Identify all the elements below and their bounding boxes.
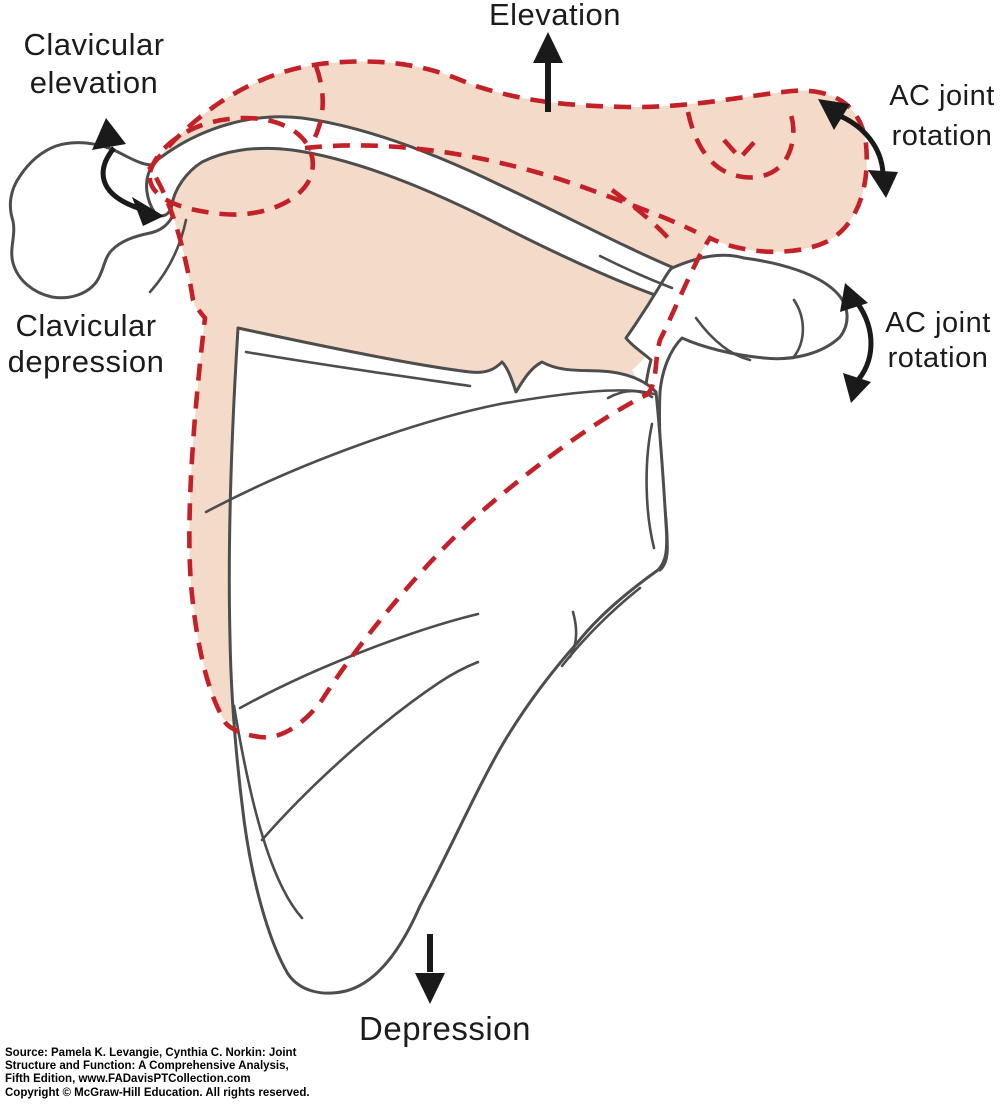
scapula-body-outline xyxy=(227,326,669,995)
elevated-clavicle-lower-dashed xyxy=(304,143,698,235)
ac-rotation-upper-arrow-icon xyxy=(818,99,898,198)
sternum-outline xyxy=(8,141,174,300)
elevated-acromion-notch-dashed xyxy=(722,136,760,162)
ac-joint-rotation-upper-label: AC joint rotation xyxy=(880,76,1004,156)
bone-detail-lines xyxy=(148,218,805,920)
glenoid-inner-rim xyxy=(645,422,656,550)
source-attribution: Source: Pamela K. Levangie, Cynthia C. N… xyxy=(5,1047,310,1100)
source-line2: Structure and Function: A Comprehensive … xyxy=(5,1060,289,1073)
ac-joint-rotation-upper-line2: rotation xyxy=(891,120,993,152)
source-line3: Fifth Edition, www.FADavisPTCollection.c… xyxy=(5,1073,251,1086)
elevation-label: Elevation xyxy=(488,0,622,32)
superior-border-inner-line xyxy=(244,350,472,388)
elevated-acromion-detail-dashed xyxy=(685,111,796,180)
elevated-clavicle-connector-dashed xyxy=(306,65,325,152)
medial-border-inner-line xyxy=(232,704,304,920)
ac-rotation-lower-arrow-icon xyxy=(840,283,874,403)
clavicular-elevation-arrow-icon xyxy=(92,118,164,226)
clavicular-elevation-line1: Clavicular xyxy=(23,27,165,62)
sternum-rib-sketch xyxy=(148,218,188,294)
acromion-inner-line-2 xyxy=(791,298,805,360)
elevation-arrow-icon xyxy=(533,32,563,112)
dashed-elevated-outline xyxy=(147,59,869,740)
ac-joint-rotation-lower-line1: AC joint xyxy=(885,307,991,339)
infraspinous-line-2 xyxy=(260,660,480,842)
clavicular-elevation-line2: elevation xyxy=(29,65,159,100)
clavicular-depression-line1: Clavicular xyxy=(15,308,157,343)
bones-solid xyxy=(8,115,849,995)
ac-joint-rotation-upper-line1: AC joint xyxy=(889,80,995,112)
ac-joint-rotation-lower-line2: rotation xyxy=(887,342,989,374)
clavicular-depression-line2: depression xyxy=(7,344,165,379)
scapular-spine-upper-line xyxy=(204,389,656,514)
depression-label: Depression xyxy=(359,1010,531,1047)
infraspinous-line-1 xyxy=(238,612,480,710)
elevated-silhouette-dashed xyxy=(147,59,869,740)
arrows xyxy=(92,32,898,1004)
acromion-inner-line-1 xyxy=(694,316,752,362)
elevated-spine-connector-dashed xyxy=(610,188,672,242)
source-line4: Copyright © McGraw-Hill Education. All r… xyxy=(5,1086,310,1099)
elevated-clavicle-medial-dashed xyxy=(147,115,316,217)
source-line1: Source: Pamela K. Levangie, Cynthia C. N… xyxy=(5,1047,297,1059)
lateral-sketch-mark xyxy=(568,610,578,659)
depression-arrow-icon xyxy=(415,934,445,1004)
clavicle-underside-line xyxy=(598,254,674,290)
